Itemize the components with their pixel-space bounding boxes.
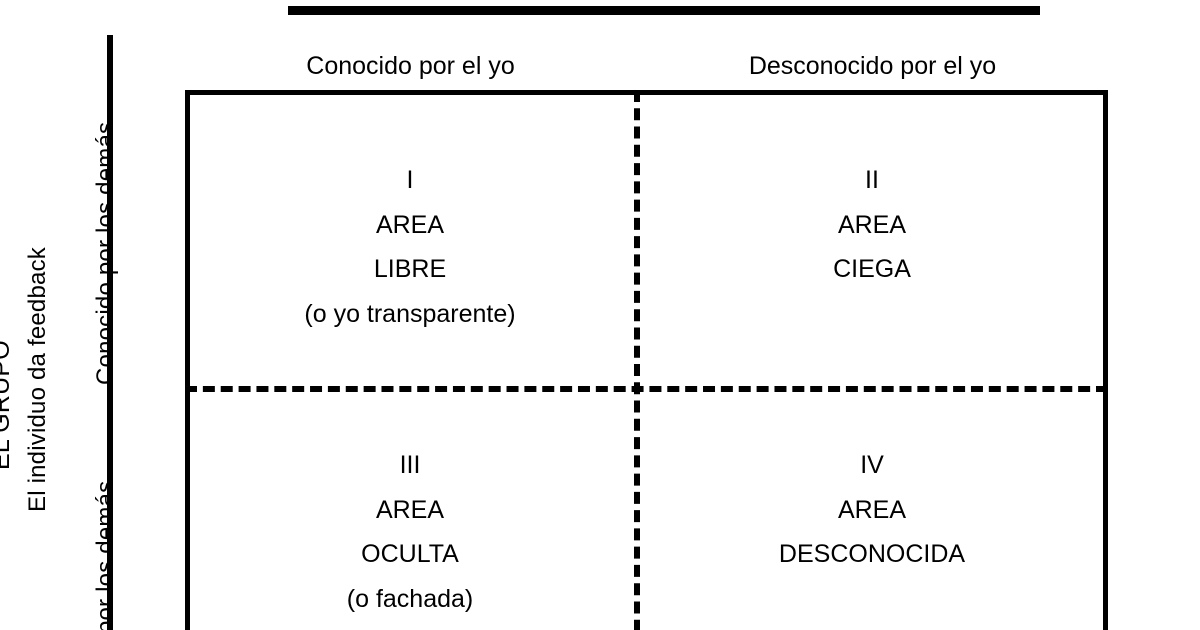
- column-label-conocido-por-el-yo: Conocido por el yo: [306, 52, 515, 80]
- column-label-desconocido-por-el-yo: Desconocido por el yo: [748, 52, 997, 80]
- quadrant-4-area-desconocida: IV AREA DESCONOCIDA: [642, 443, 1102, 577]
- horizontal-axis-arrow-shaft: [288, 6, 1040, 15]
- quadrant-1-line-1: AREA: [375, 210, 445, 239]
- quadrant-2-area-ciega: II AREA CIEGA: [642, 158, 1102, 292]
- vertical-dashed-divider: [634, 90, 640, 630]
- quadrant-2-line-2: CIEGA: [833, 255, 911, 283]
- window-outer-box: [185, 90, 1108, 630]
- axis-label-el-grupo: EL GRUPO: [0, 340, 15, 470]
- quadrant-1-line-3: (o yo transparente): [304, 299, 516, 328]
- vertical-axis-rule: [107, 35, 113, 630]
- axis-label-el-individuo-da-feedback: El individuo da feedback: [24, 247, 51, 512]
- row-label-conocido-por-los-demas: Conocido por los demás: [92, 121, 119, 385]
- quadrant-4-line-1: AREA: [837, 495, 907, 524]
- quadrant-1-numeral: I: [406, 166, 414, 194]
- row-label-desconocido-por-los-demas: do por los demás: [92, 480, 119, 630]
- quadrant-4-line-2: DESCONOCIDA: [778, 540, 966, 568]
- quadrant-3-numeral: III: [399, 451, 421, 479]
- quadrant-3-area-oculta: III AREA OCULTA (o fachada): [190, 443, 630, 621]
- quadrant-1-line-2: LIBRE: [373, 255, 447, 283]
- quadrant-2-numeral: II: [865, 166, 879, 194]
- quadrant-3-line-2: OCULTA: [361, 540, 459, 568]
- quadrant-4-numeral: IV: [860, 451, 884, 479]
- quadrant-3-line-3: (o fachada): [346, 584, 474, 613]
- quadrant-1-area-libre: I AREA LIBRE (o yo transparente): [190, 158, 630, 336]
- quadrant-3-line-1: AREA: [375, 495, 445, 524]
- horizontal-dashed-divider: [185, 386, 1108, 392]
- quadrant-2-line-1: AREA: [837, 210, 907, 239]
